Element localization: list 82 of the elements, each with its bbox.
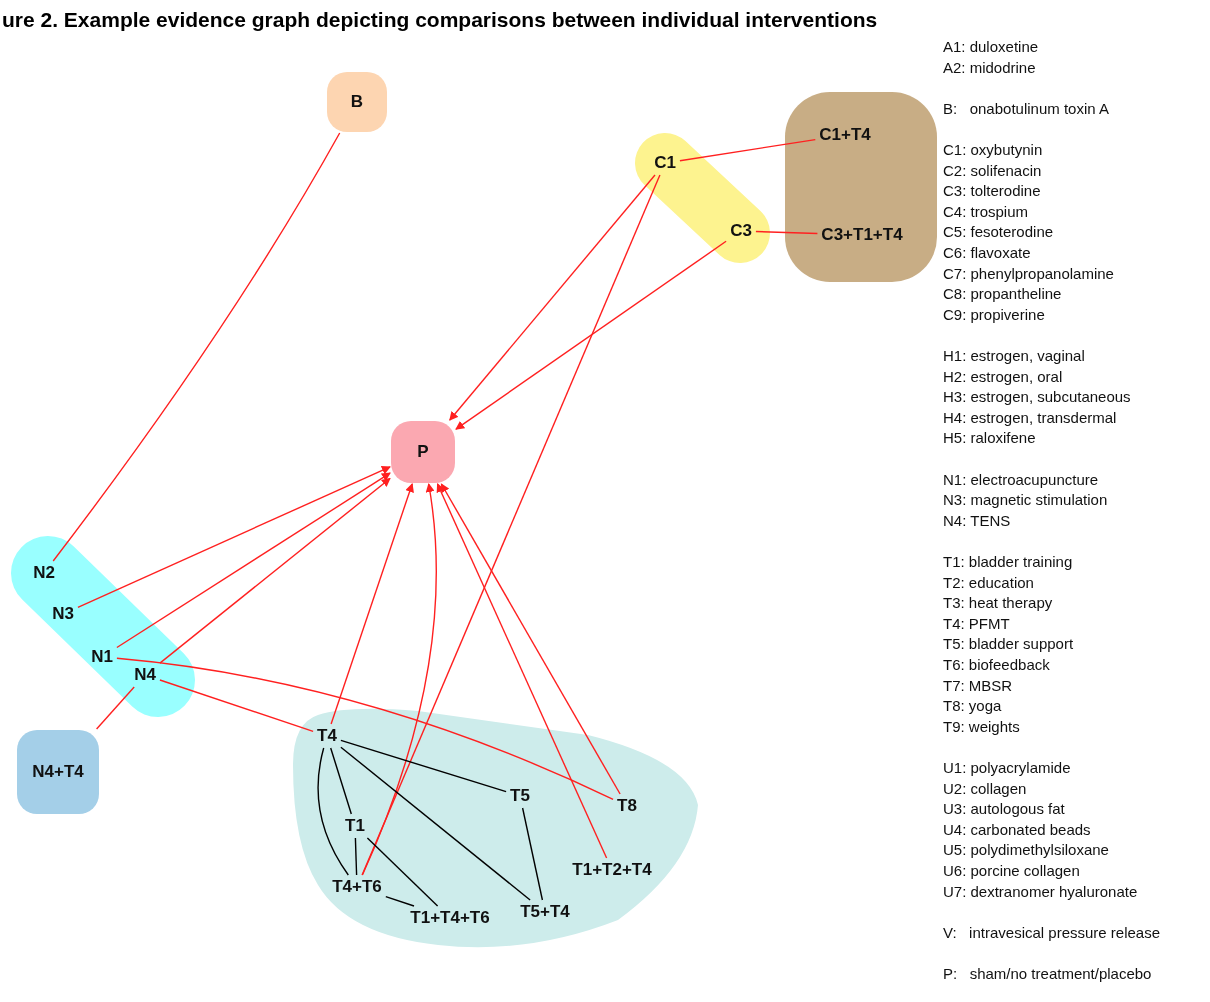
node-label: T5+T4	[517, 901, 573, 923]
legend-text: T2: education	[943, 573, 1034, 592]
legend-text: C7: phenylpropanolamine	[943, 264, 1114, 283]
legend-text: H2: estrogen, oral	[943, 367, 1063, 386]
legend-text: N1: electroacupuncture	[943, 470, 1099, 489]
legend-text: T6: biofeedback	[943, 656, 1050, 674]
legend-text: B: onabotulinum toxin A	[943, 99, 1109, 118]
legend-text: T8: yoga	[943, 697, 1002, 716]
legend-text: H4: estrogen, transdermal	[943, 408, 1117, 427]
legend-text: C9: propiverine	[943, 305, 1045, 324]
node-label: N1	[88, 646, 116, 668]
legend-text: P: sham/no treatment/placebo	[943, 965, 1152, 983]
intervention-node: P	[391, 421, 455, 483]
legend-text: N3: magnetic stimulation	[943, 491, 1108, 510]
node-label: N2	[30, 562, 58, 584]
legend-text: C8: propantheline	[943, 285, 1062, 304]
legend-text: U7: dextranomer hyaluronate	[943, 882, 1138, 901]
arrow	[77, 466, 391, 608]
legend-text: N4: TENS	[943, 511, 1011, 530]
intervention-node: N4+T4	[17, 730, 99, 814]
node-label: C1+T4	[816, 124, 874, 146]
legend-text: H3: estrogen, subcutaneous	[943, 388, 1131, 407]
node-label: T1+T2+T4	[569, 859, 655, 881]
connector-line	[340, 746, 531, 901]
legend-text: U3: autologous fat	[943, 800, 1065, 819]
legend-text: A1: duloxetine	[943, 38, 1039, 56]
node-label: T4	[314, 725, 340, 747]
node-label: C3	[727, 220, 755, 242]
legend-text: C5: fesoterodine	[943, 223, 1054, 242]
node-label: T1	[342, 815, 368, 837]
legend-text: U6: porcine collagen	[943, 862, 1080, 880]
legend-text: C6: flavoxate	[943, 244, 1031, 262]
legend-text: V: intravesical pressure release	[943, 923, 1161, 942]
connector-line	[385, 895, 415, 907]
legend-text: T7: MBSR	[943, 676, 1013, 695]
legend-text: T9: weights	[943, 717, 1020, 736]
legend-text: T5: bladder support	[943, 635, 1074, 654]
figure-title: ure 2. Example evidence graph depicting comparisons between individual interventions	[2, 8, 878, 32]
node-label: N4	[131, 664, 159, 686]
arrow	[330, 483, 414, 725]
connector-line	[354, 837, 358, 876]
legend-text: T3: heat therapy	[943, 594, 1053, 613]
arrow	[455, 240, 727, 430]
connector-line	[340, 739, 507, 793]
node-label: T5	[507, 785, 533, 807]
connector-line	[95, 686, 135, 730]
node-label: C1	[651, 152, 679, 174]
legend-text: C1: oxybutynin	[943, 141, 1043, 159]
connector-line	[52, 132, 341, 562]
legend-text: H1: estrogen, vaginal	[943, 347, 1085, 365]
node-label: T4+T6	[329, 876, 385, 898]
connector-line	[159, 679, 314, 732]
arrow	[436, 483, 608, 859]
connector-line	[361, 174, 661, 876]
connector-line	[679, 138, 816, 162]
legend-text: U1: polyacrylamide	[943, 759, 1071, 777]
legend-text: U4: carbonated beads	[943, 820, 1091, 839]
legend-text: C3: tolterodine	[943, 182, 1041, 201]
node-label: C3+T1+T4	[818, 224, 906, 246]
node-label: T8	[614, 795, 640, 817]
legend-text: C2: solifenacin	[943, 161, 1042, 180]
intervention-node: B	[327, 72, 387, 132]
connector-line	[366, 837, 439, 907]
arrow	[116, 472, 391, 649]
legend-text: T1: bladder training	[943, 553, 1073, 571]
legend-text: U2: collagen	[943, 779, 1027, 798]
connector-line	[116, 657, 614, 800]
arrow	[159, 477, 391, 664]
connector-line	[755, 230, 819, 235]
node-label: N3	[49, 603, 77, 625]
legend-text: H5: raloxifene	[943, 429, 1036, 448]
legend-text: A2: midodrine	[943, 58, 1036, 77]
legend-text: U5: polydimethylsiloxane	[943, 841, 1109, 860]
connector-line	[330, 747, 352, 815]
legend-text: C4: trospium	[943, 202, 1029, 221]
legend-text: T4: PFMT	[943, 614, 1010, 633]
connector-line	[521, 807, 544, 901]
arrow	[449, 174, 656, 421]
arrow	[361, 483, 437, 876]
arrow	[440, 483, 621, 795]
node-label: T1+T4+T6	[407, 907, 493, 929]
connector-line	[317, 747, 349, 876]
